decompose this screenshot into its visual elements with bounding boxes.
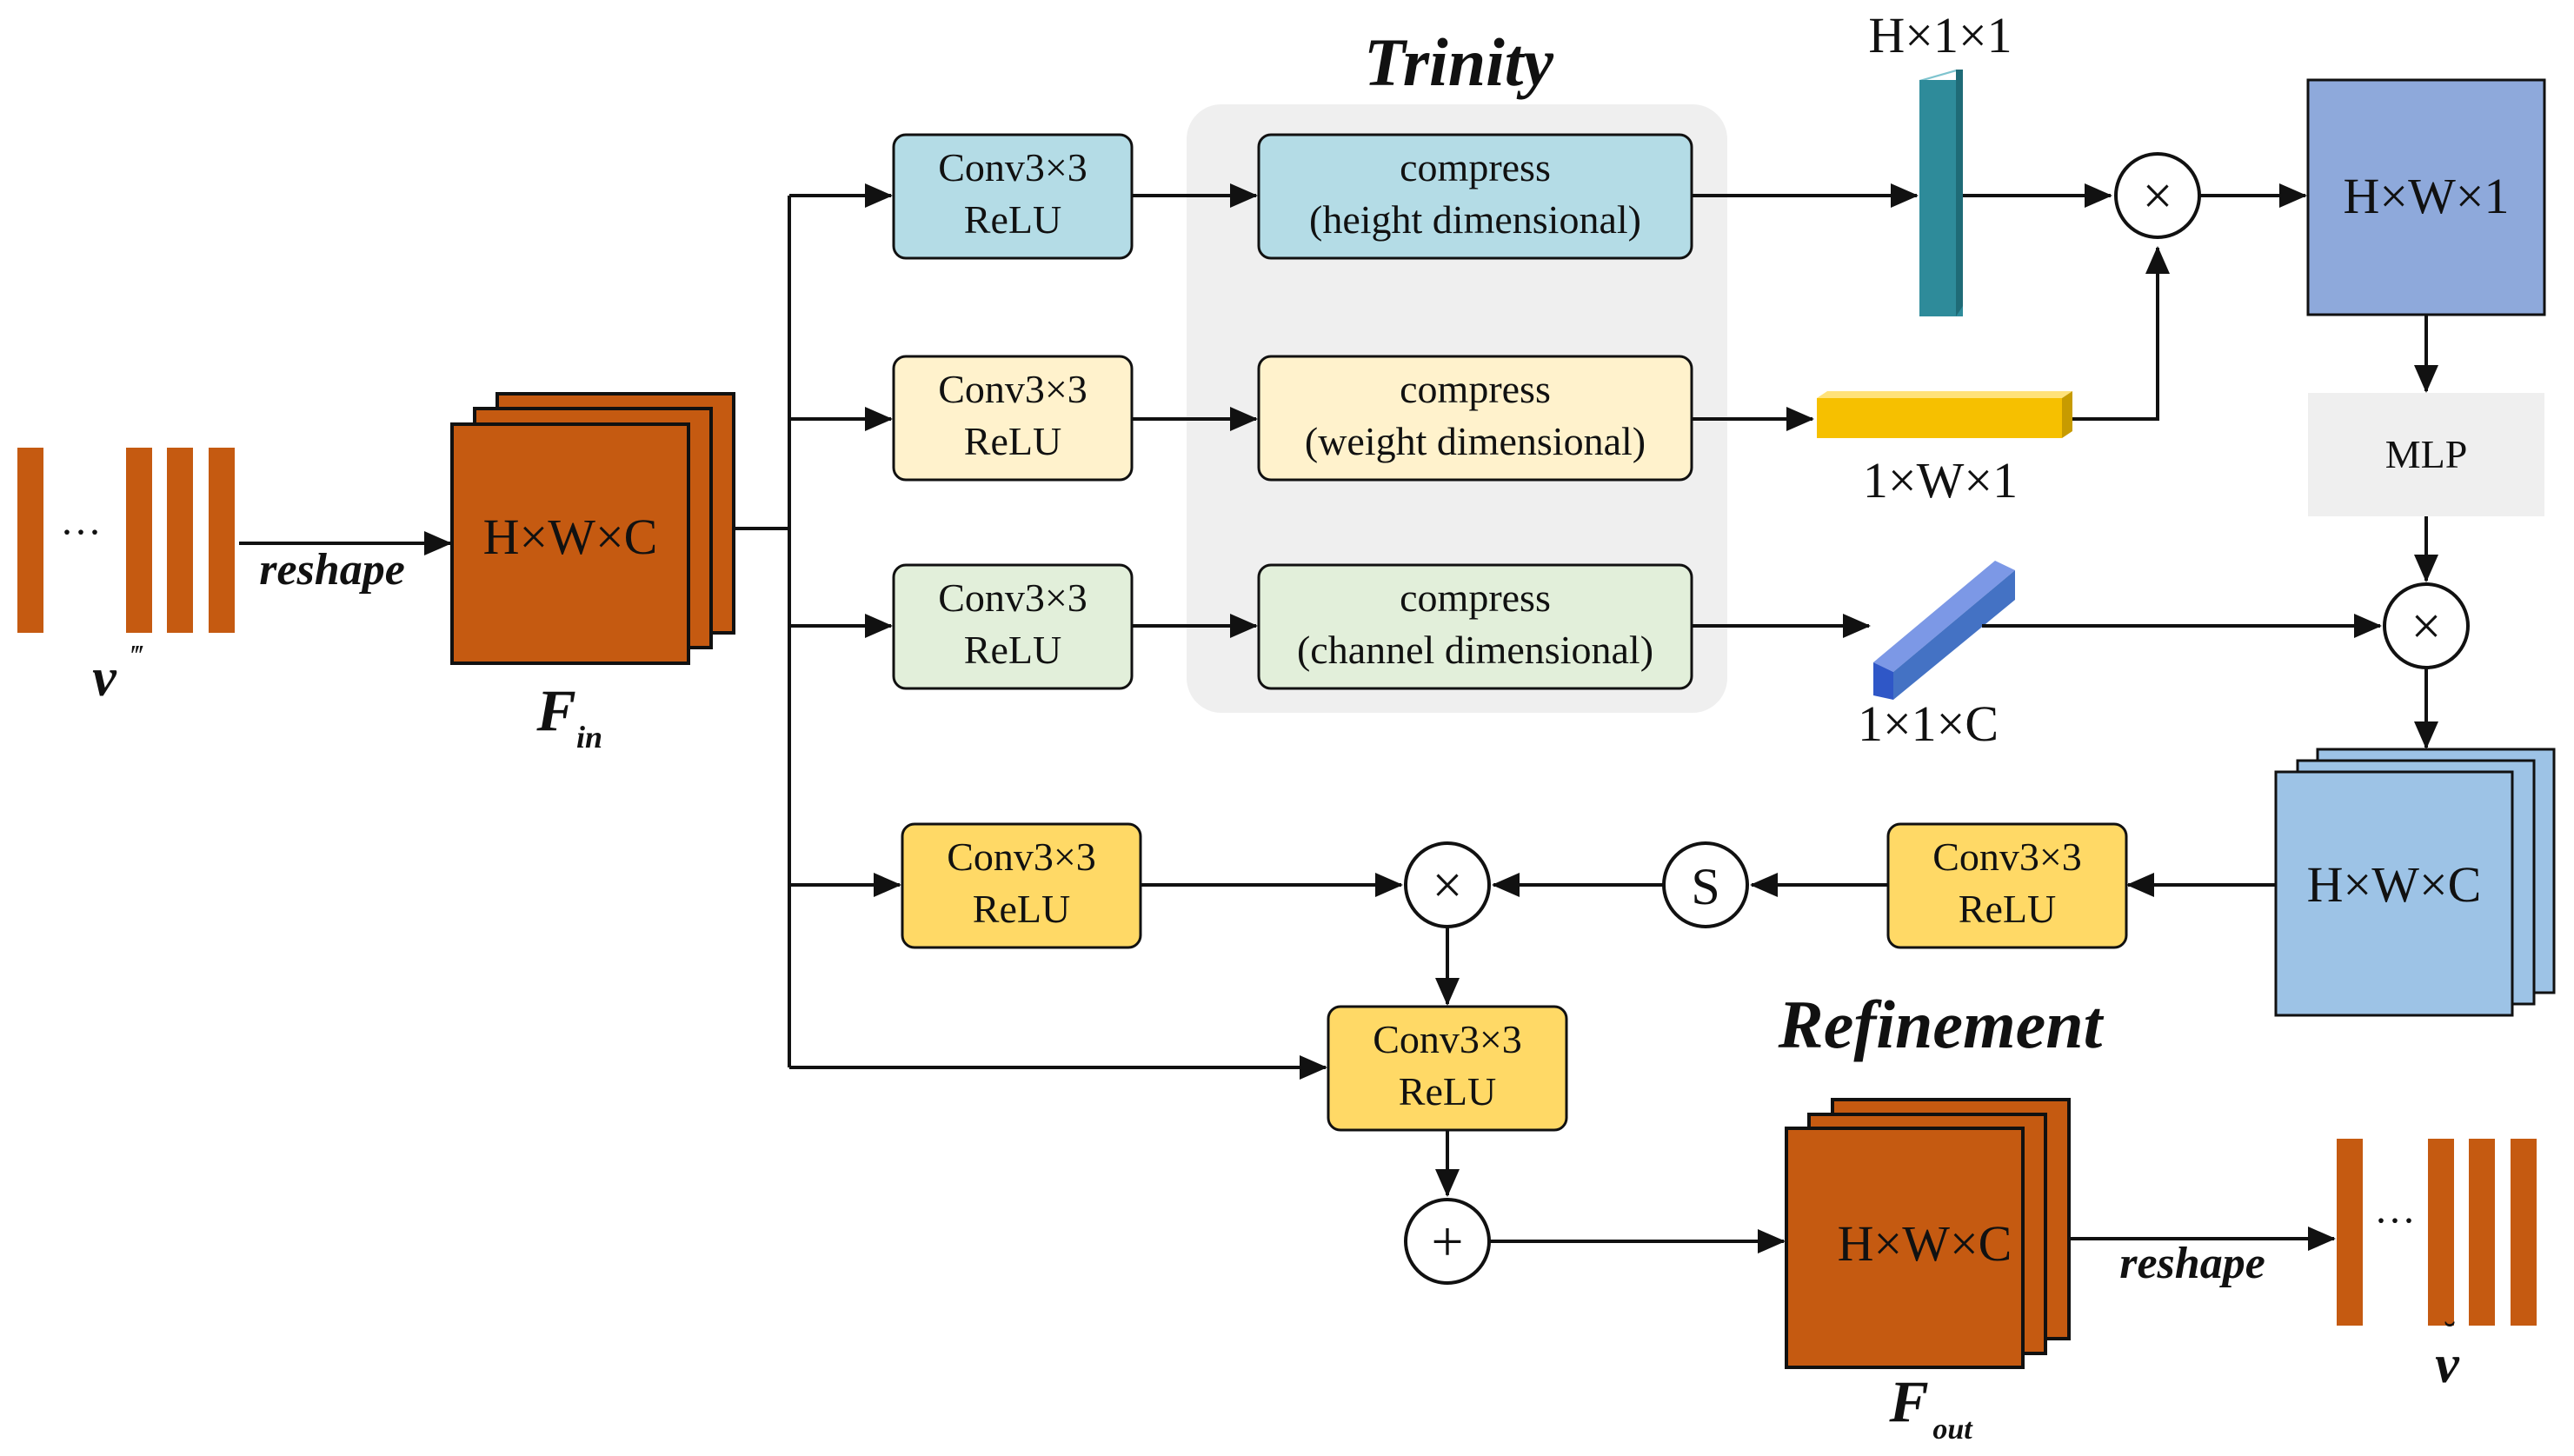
mlp-box: MLP — [2308, 393, 2544, 516]
input-bar — [126, 448, 152, 633]
conv-height-box: Conv3×3 ReLU — [892, 133, 1134, 260]
hwc-blue-tensor: H×W×C — [2274, 748, 2556, 1017]
channel-vector: 1×1×C — [1858, 561, 2015, 752]
compress-weight-line2: (weight dimensional) — [1305, 419, 1646, 463]
fin-tensor: H×W×C F in — [450, 392, 735, 755]
reshape-out-label: reshape — [2119, 1239, 2265, 1288]
conv-mid-line2: ReLU — [1399, 1069, 1496, 1114]
input-symbol-accent: ‴ — [131, 640, 143, 672]
compress-weight-line1: compress — [1400, 367, 1551, 411]
compress-height-line1: compress — [1400, 145, 1551, 189]
input-vectors: ··· v ‴ — [17, 448, 235, 708]
conv-height-line2: ReLU — [964, 197, 1061, 242]
add-node: + — [1404, 1198, 1491, 1285]
compress-channel-box: compress (channel dimensional) — [1257, 563, 1693, 690]
input-dots: ··· — [60, 509, 102, 555]
compress-channel-line1: compress — [1400, 575, 1551, 620]
compress-height-box: compress (height dimensional) — [1257, 133, 1693, 260]
conv-channel-line1: Conv3×3 — [938, 575, 1087, 620]
output-vectors: ··· v ˘ — [2337, 1139, 2537, 1394]
hw1-label: H×W×1 — [2343, 168, 2509, 224]
height-vector-label: H×1×1 — [1868, 7, 2012, 63]
conv-left-line2: ReLU — [973, 887, 1070, 931]
multiply-symbol-1: × — [2143, 167, 2173, 226]
weight-vector-label: 1×W×1 — [1863, 452, 2018, 509]
multiply-symbol-3: × — [1433, 856, 1463, 915]
compress-height-line2: (height dimensional) — [1309, 197, 1641, 242]
conv-weight-box: Conv3×3 ReLU — [892, 355, 1134, 482]
conv-right-line1: Conv3×3 — [1932, 834, 2082, 879]
hwc-blue-label: H×W×C — [2307, 856, 2482, 913]
output-symbol-accent: ˘ — [2444, 1314, 2455, 1353]
conv-left-line1: Conv3×3 — [947, 834, 1096, 879]
conv-weight-line1: Conv3×3 — [938, 367, 1087, 411]
reshape-in-label: reshape — [259, 545, 405, 595]
conv-right-box: Conv3×3 ReLU — [1886, 822, 2128, 949]
fout-tensor: H×W×C F out — [1785, 1098, 2071, 1446]
output-dots: ··· — [2374, 1198, 2416, 1244]
conv-right-line2: ReLU — [1959, 887, 2056, 931]
height-vector: H×1×1 — [1868, 7, 2012, 316]
conv-mid-line1: Conv3×3 — [1373, 1017, 1522, 1061]
output-bar — [2428, 1139, 2454, 1326]
output-bar — [2469, 1139, 2495, 1326]
edge-weight-to-mult1 — [2072, 246, 2170, 421]
channel-vector-label: 1×1×C — [1858, 695, 1999, 752]
conv-weight-line2: ReLU — [964, 419, 1061, 463]
trinity-title: Trinity — [1364, 24, 1553, 100]
mlp-label: MLP — [2385, 432, 2468, 476]
fin-subscript: in — [576, 720, 602, 755]
input-bar — [167, 448, 193, 633]
compress-channel-line2: (channel dimensional) — [1297, 628, 1653, 672]
output-bar — [2511, 1139, 2537, 1326]
fout-shape-label: H×W×C — [1838, 1215, 2012, 1272]
multiply-symbol-2: × — [2411, 597, 2442, 656]
multiply-node-1: × — [2114, 152, 2201, 239]
conv-height-line1: Conv3×3 — [938, 145, 1087, 189]
conv-channel-line2: ReLU — [964, 628, 1061, 672]
compress-weight-box: compress (weight dimensional) — [1257, 355, 1693, 482]
output-symbol: v — [2435, 1335, 2460, 1394]
conv-channel-box: Conv3×3 ReLU — [892, 563, 1134, 690]
fin-symbol: F — [535, 677, 575, 743]
output-bar — [2337, 1139, 2363, 1326]
multiply-node-2: × — [2383, 582, 2470, 669]
weight-vector: 1×W×1 — [1817, 391, 2072, 509]
sigmoid-symbol: S — [1691, 858, 1719, 915]
input-bar — [209, 448, 235, 633]
fout-subscript: out — [1932, 1413, 1973, 1446]
conv-mid-box: Conv3×3 ReLU — [1327, 1005, 1568, 1132]
sigmoid-node: S — [1662, 841, 1749, 928]
add-symbol: + — [1431, 1210, 1463, 1273]
fout-symbol: F — [1888, 1368, 1928, 1434]
input-bar — [17, 448, 43, 633]
hw1-box: H×W×1 — [2306, 78, 2546, 316]
conv-left-box: Conv3×3 ReLU — [901, 822, 1142, 949]
multiply-node-3: × — [1404, 841, 1491, 928]
refinement-title: Refinement — [1778, 987, 2105, 1062]
fin-shape-label: H×W×C — [483, 509, 658, 565]
input-symbol: v — [92, 648, 117, 708]
